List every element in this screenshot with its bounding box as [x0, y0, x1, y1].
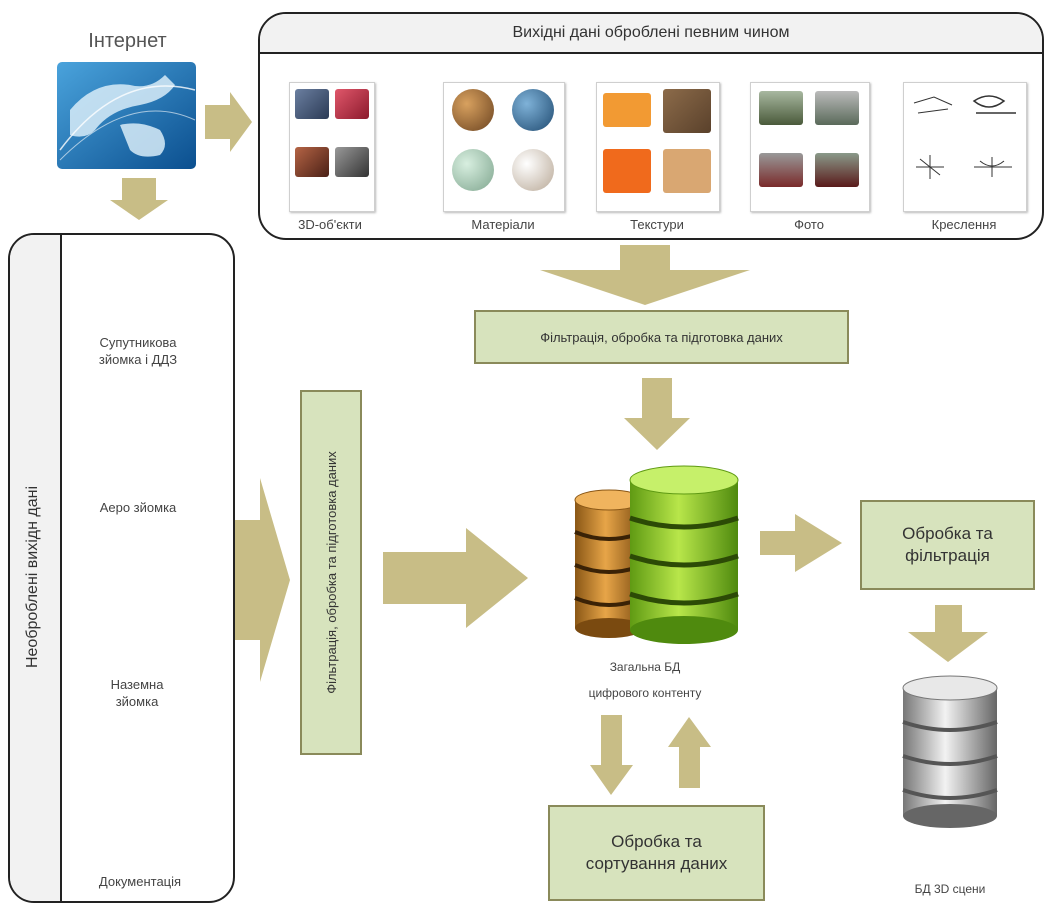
database-silver-icon: [902, 675, 998, 828]
thumb-photos: [750, 82, 870, 212]
label-aerial: Аеро зйомка: [99, 500, 177, 515]
raw-data-title: Необроблені вихідн дані: [24, 485, 41, 669]
label-satellite: Супутникова зйомка і ДДЗ: [98, 335, 178, 367]
thumb-textures: [596, 82, 720, 212]
arrow-internet-to-processed: [205, 92, 252, 152]
process-filter-box: Обробка та фільтрація: [860, 500, 1035, 590]
category-materials: Матеріали: [471, 217, 535, 232]
category-textures: Текстури: [630, 217, 684, 232]
category-3d-objects: 3D-об'єкти: [298, 217, 362, 232]
arrow-sorting-to-db: [668, 717, 711, 788]
thumb-materials: [443, 82, 565, 212]
arrow-db-to-process: [760, 514, 842, 572]
processed-data-title: Вихідні дані оброблені певним чином: [512, 24, 790, 41]
label-docs: Документація: [98, 874, 182, 889]
arrow-filter-vertical-to-db: [383, 528, 528, 628]
processed-data-header: Вихідні дані оброблені певним чином: [260, 14, 1042, 54]
thumb-3d-objects: [289, 82, 375, 212]
filter-vertical-text: Фільтрація, обробка та підготовка даних: [323, 451, 339, 694]
label-ground: Наземна зйомка: [110, 677, 164, 709]
arrow-process-to-scene-db: [908, 605, 988, 662]
arrow-raw-to-filter: [230, 478, 290, 682]
raw-data-panel: [8, 233, 235, 903]
category-photos: Фото: [794, 217, 824, 232]
filter-top-text: Фільтрація, обробка та підготовка даних: [540, 329, 783, 345]
raw-data-sidebar: [10, 235, 62, 901]
filter-vertical-box: Фільтрація, обробка та підготовка даних: [300, 390, 362, 755]
internet-label: Інтернет: [88, 30, 167, 52]
db-scene-label: БД 3D сцени: [914, 882, 986, 896]
category-drawings: Креслення: [931, 217, 997, 232]
arrow-internet-to-raw: [110, 178, 168, 220]
process-sort-text: Обробка та сортування даних: [585, 832, 728, 873]
db-main-label: Загальна БД цифрового контенту: [588, 660, 702, 700]
database-green-icon: [629, 465, 739, 644]
thumb-drawings: [903, 82, 1027, 212]
process-filter-text: Обробка та фільтрація: [902, 524, 993, 565]
globe-icon: [57, 62, 196, 169]
arrow-db-to-sorting: [590, 715, 633, 795]
arrow-filter-to-db: [624, 378, 690, 450]
arrow-processed-to-filter: [540, 245, 750, 305]
filter-top-box: Фільтрація, обробка та підготовка даних: [474, 310, 849, 364]
process-sort-box: Обробка та сортування даних: [548, 805, 765, 901]
